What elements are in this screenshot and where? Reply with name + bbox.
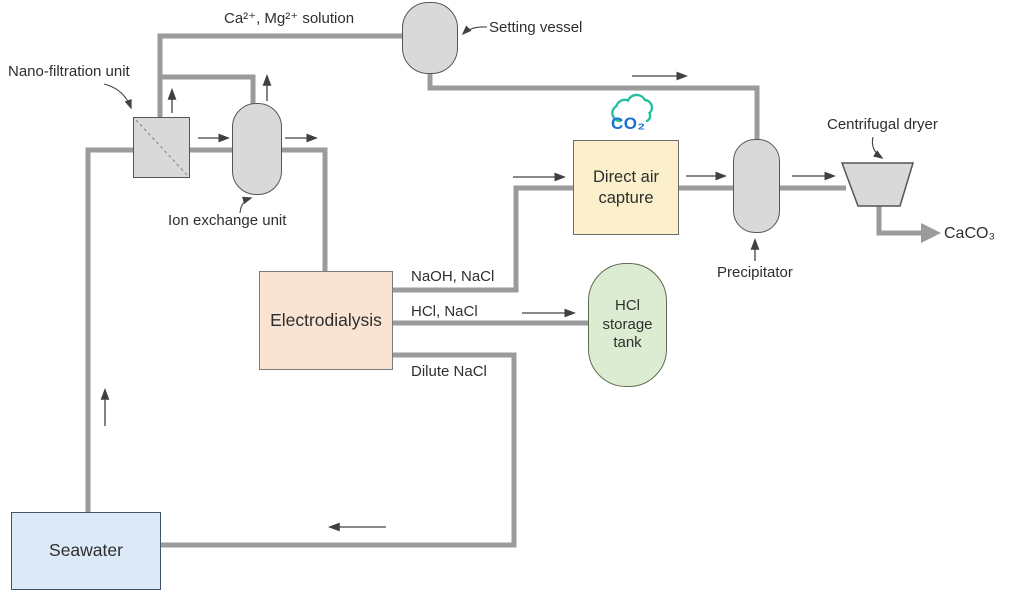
pipe-seawater-to-electrodialysis [85,147,328,512]
centrifugal-dryer-shape [840,162,915,207]
pipe-ion-exchange-vent [158,74,256,104]
centrifugal-dryer-label: Centrifugal dryer [827,116,938,133]
pointer-arrow-ion-exchange [239,196,253,214]
electrodialysis-label: Electrodialysis [270,309,382,330]
pipe-nano-to-setting-vessel [157,33,404,118]
pipe-naoh-to-dac-and-dryer [393,185,846,293]
ion-exchange-vessel [232,103,282,195]
direct-air-capture-label: Direct air capture [592,167,659,207]
membrane-diagonal-icon [135,119,188,176]
precipitator-label: Precipitator [717,264,793,281]
co2-label: CO₂ [611,114,646,133]
caco3-output-arrowhead [921,223,941,243]
ion-exchange-label: Ion exchange unit [168,212,287,229]
nano-filtration-label: Nano-filtration unit [8,63,130,80]
stream-label-ca-mg-solution: Ca²⁺, Mg²⁺ solution [224,10,355,27]
stream-label-hcl-nacl: HCl, NaCl [411,303,478,320]
setting-vessel [402,2,458,74]
hcl-storage-tank-label: HCl storage tank [602,296,653,352]
seawater-label: Seawater [49,540,123,561]
nano-filtration-unit [133,117,190,178]
stream-label-dilute-nacl: Dilute NaCl [411,363,487,380]
pointer-arrow-centrifugal-dryer [871,136,884,159]
stream-label-caco3: CaCO₃ [944,225,995,242]
direct-air-capture-unit: Direct air capture [573,140,679,235]
stream-label-naoh-nacl: NaOH, NaCl [411,268,495,285]
pipe-setting-vessel-to-precipitator [427,73,760,140]
co2-cloud-icon [611,93,654,123]
pointer-arrow-nano-filtration [103,83,132,110]
pipe-dilute-nacl-return [160,352,517,548]
hcl-storage-tank: HCl storage tank [588,263,667,387]
setting-vessel-label: Setting vessel [489,19,583,36]
electrodialysis-unit: Electrodialysis [259,271,393,370]
precipitator-vessel [733,139,780,233]
pipe-dryer-output [876,205,921,236]
seawater-source: Seawater [11,512,161,590]
pointer-arrow-setting-vessel [461,25,488,36]
